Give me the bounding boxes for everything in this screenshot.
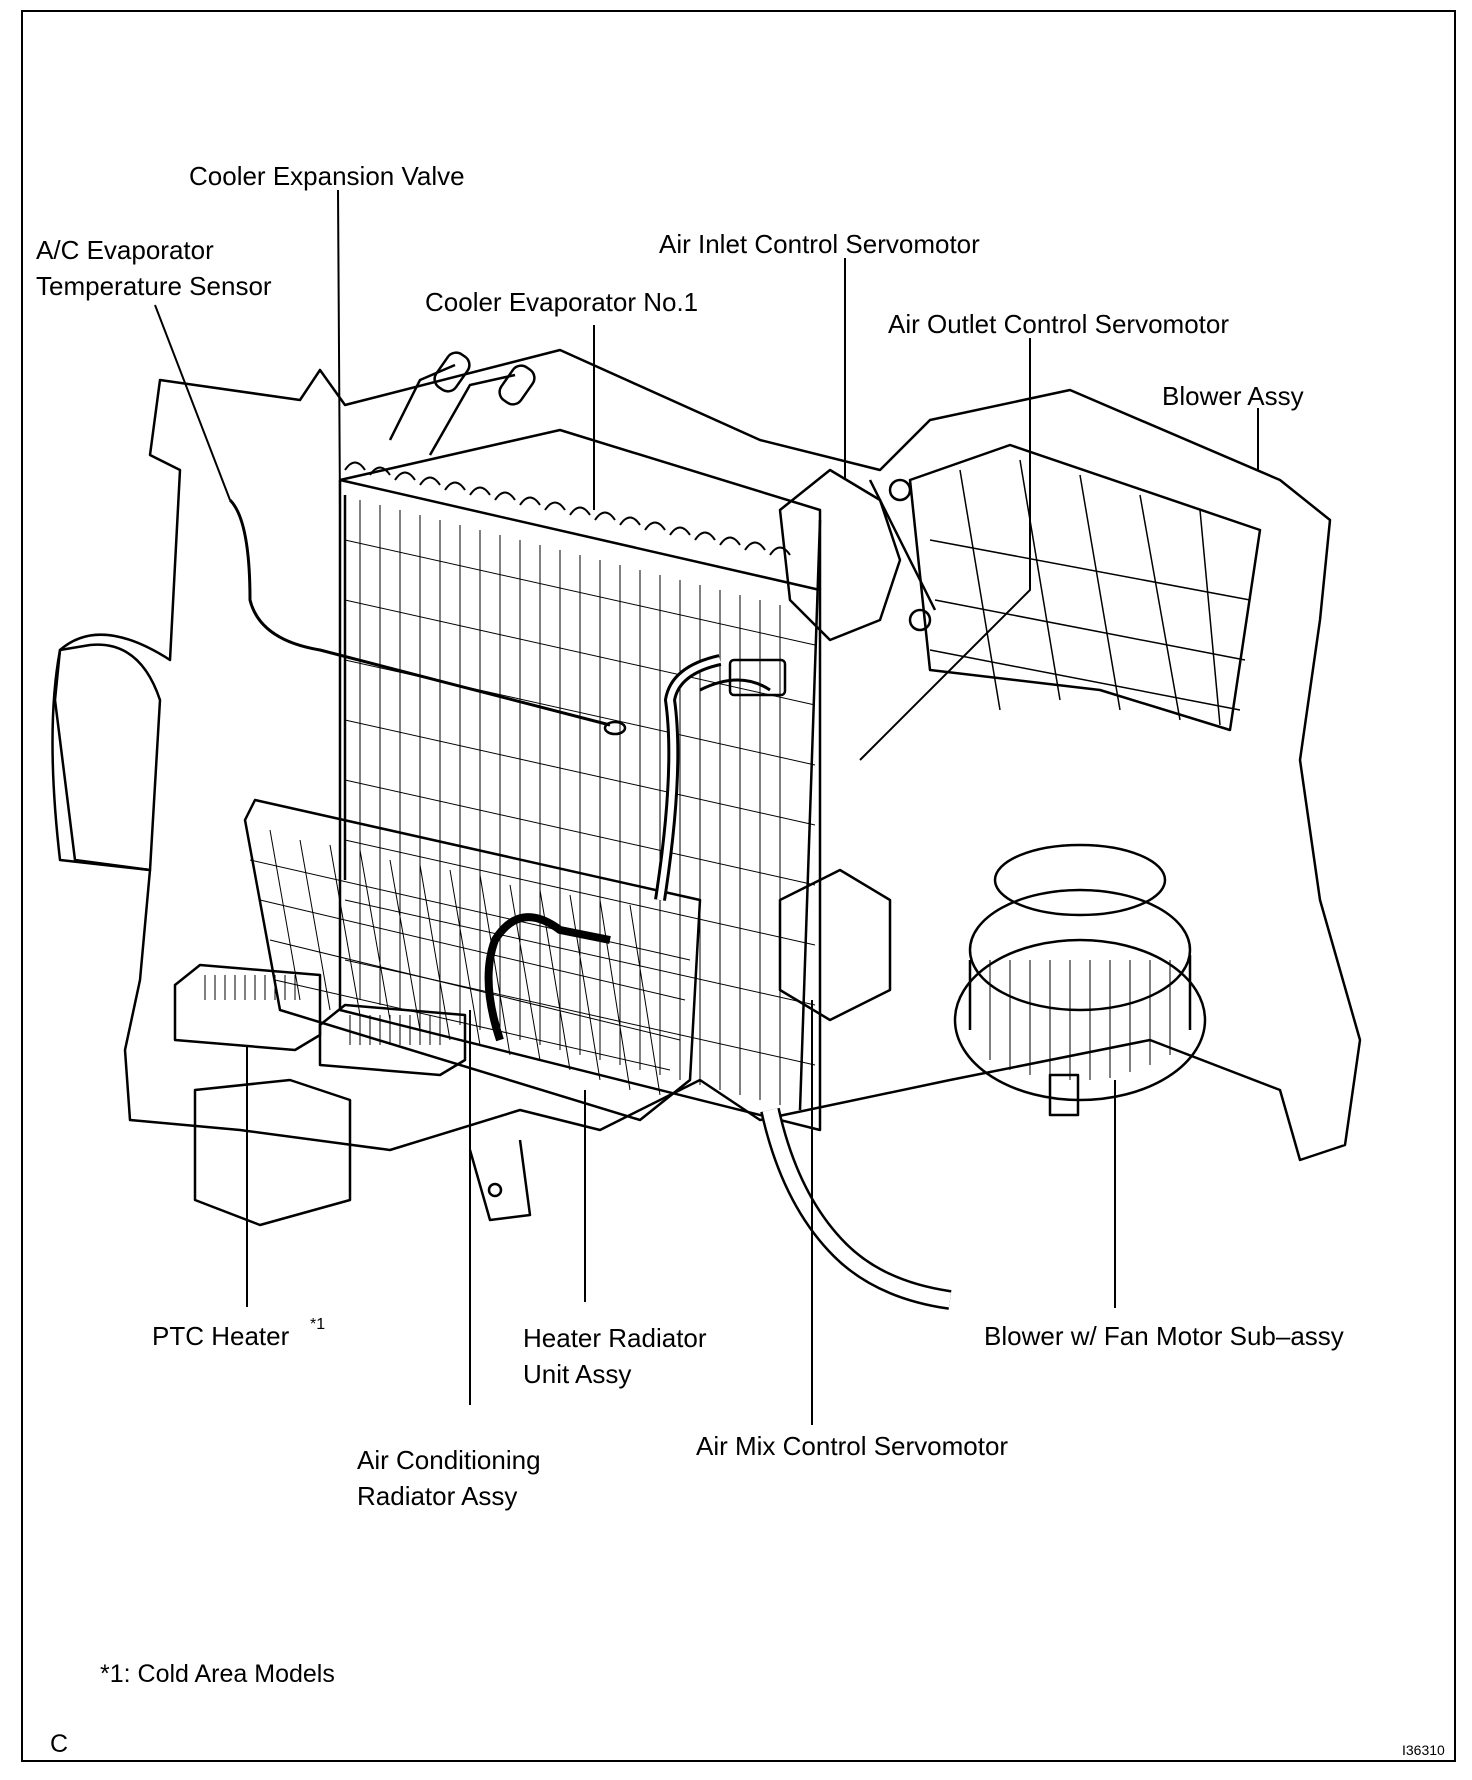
- label-blower-fan-motor-sub-assy: Blower w/ Fan Motor Sub–assy: [984, 1321, 1344, 1351]
- coolant-hose: [484, 913, 611, 1042]
- leader-air-outlet-servomotor: [859, 338, 1031, 761]
- filter-grid: [929, 459, 1251, 726]
- leader-lines: [154, 189, 1259, 1425]
- blower-fan-motor: [953, 938, 1207, 1102]
- label-ac-evaporator-temperature-sensor: A/C Evaporator Temperature Sensor: [36, 232, 272, 304]
- evaporator-fins: [344, 500, 816, 1105]
- label-cooler-expansion-valve: Cooler Expansion Valve: [189, 161, 465, 191]
- footnote: *1: Cold Area Models: [100, 1660, 335, 1688]
- label-air-mix-control-servomotor: Air Mix Control Servomotor: [696, 1431, 1009, 1461]
- evaporator-tubes: [344, 461, 791, 556]
- label-air-conditioning-radiator-assy: Air Conditioning Radiator Assy: [357, 1442, 541, 1514]
- leader-cooler-expansion-valve: [337, 189, 341, 511]
- label-cooler-evaporator-no1: Cooler Evaporator No.1: [425, 287, 699, 317]
- ptc-heater-footnote-mark: *1: [310, 1316, 326, 1333]
- label-blower-assy: Blower Assy: [1162, 381, 1304, 411]
- air-mix-servomotor-body: [778, 868, 892, 1022]
- label-air-outlet-control-servomotor: Air Outlet Control Servomotor: [888, 309, 1230, 339]
- mounting-bracket: [468, 1139, 532, 1222]
- left-duct: [51, 643, 162, 872]
- ptc-heater-block-2: [318, 1003, 467, 1077]
- leader-ac-evaporator-temp-sensor: [154, 304, 231, 501]
- label-line-2: Unit Assy: [523, 1359, 632, 1389]
- diagram-frame: [21, 10, 1456, 1762]
- label-line-2: Temperature Sensor: [36, 271, 272, 301]
- heater-radiator: [243, 798, 702, 1122]
- label-line-1: Heater Radiator: [523, 1323, 707, 1353]
- label-ptc-heater: PTC Heater: [152, 1321, 290, 1351]
- ptc-heater-block-1: [173, 963, 322, 1052]
- lower-mount-box: [193, 1078, 352, 1227]
- label-air-inlet-control-servomotor: Air Inlet Control Servomotor: [659, 229, 980, 259]
- sensor-wire: [228, 498, 611, 727]
- blower-filter-cover: [908, 443, 1262, 732]
- label-heater-radiator-unit-assy: Heater Radiator Unit Assy: [523, 1320, 707, 1392]
- corner-letter: C: [50, 1730, 69, 1758]
- refrigerant-pipe-1: [388, 363, 456, 441]
- refrigerant-pipe-2: [428, 373, 516, 456]
- pipe-cap-2: [498, 364, 536, 406]
- air-inlet-servomotor-body: [778, 468, 902, 642]
- pipe-cap-1: [433, 351, 471, 393]
- figure-id: I36310: [1402, 1742, 1445, 1758]
- hvac-housing-outline: [53, 348, 1362, 1162]
- label-line-1: A/C Evaporator: [36, 235, 214, 265]
- label-line-2: Radiator Assy: [357, 1481, 518, 1511]
- label-line-1: Air Conditioning: [357, 1445, 541, 1475]
- heater-radiator-fins: [249, 829, 691, 1096]
